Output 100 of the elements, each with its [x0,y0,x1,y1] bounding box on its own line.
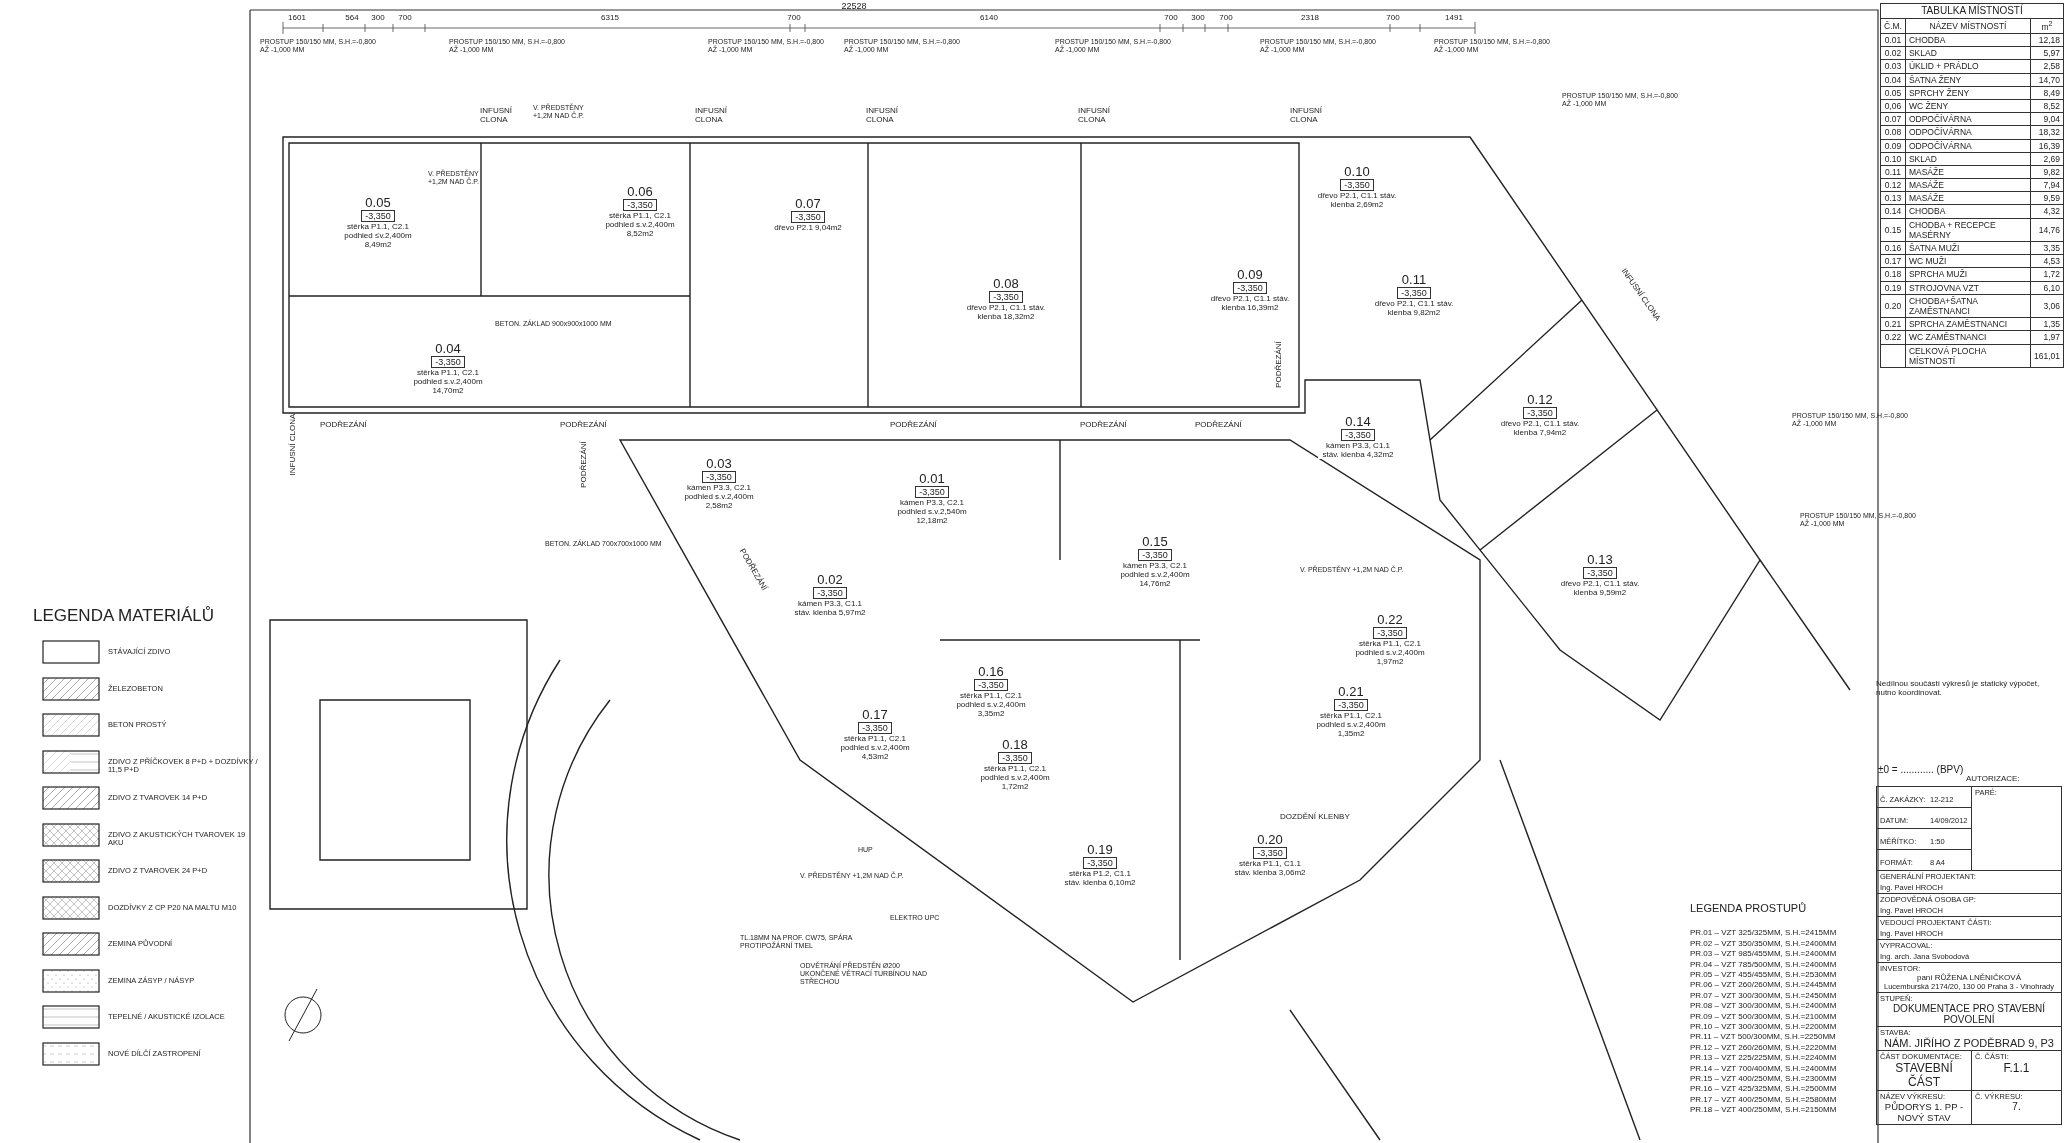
duct-opening-note: PR.15 – VZT 400/250MM, S.H.=2300MM [1690,1074,1837,1084]
room-number: 0.03 [1880,59,1906,74]
room-name: WC MUŽI [1905,254,2031,268]
duct-opening-note: PR.12 – VZT 260/260MM, S.H.=2220MM [1690,1042,1837,1052]
room-number: 0.16 [1880,241,1906,255]
room-description: dřevo P2.1, C1.1 stáv. klenba 18,32m2 [966,303,1046,322]
legend-heading: LEGENDA MATERIÁLŮ [33,606,215,626]
room-number: 0.02 [1880,46,1906,60]
floor-level-mark: -3,350 [702,471,736,483]
room-number: 0.21 [1880,317,1906,331]
total-label: CELKOVÁ PLOCHA MÍSTNOSTÍ [1905,344,2031,368]
duct-opening-note: PR.14 – VZT 700/400MM, S.H.=2400MM [1690,1063,1837,1073]
room-name: SKLAD [1905,46,2031,60]
floor-level-mark: -3,350 [1373,627,1407,639]
room-number: 0.19 [1880,281,1906,295]
room-area: 16,39 [2030,139,2064,153]
duct-opening-note: PR.05 – VZT 455/455MM, S.H.=2530MM [1690,970,1837,980]
floor-level-mark: -3,350 [791,211,825,223]
note-text: Nedílnou součástí výkresů je statický výpočet, nutno koordinovat. [1876,679,2041,698]
curtain-note: INFUSNÍ CLONA [866,106,899,125]
room-number: 0.09 [1880,139,1906,153]
cutting-note: PODŘEZÁNÍ [560,420,607,430]
floor-level-mark: -3,350 [623,199,657,211]
room-area: 9,04 [2030,112,2064,126]
floor-level-mark: -3,350 [1397,287,1431,299]
room-number: 0.06 [627,184,653,199]
column-header: Č.M. [1880,18,1906,34]
dimension-value: 300 [1191,13,1205,23]
room-name: CHODBA + RECEPCE MASÉRNY [1905,218,2031,242]
cutting-note: PODŘEZÁNÍ [578,441,588,488]
floor-level-mark: -3,350 [974,679,1008,691]
room-number: 0.20 [1257,832,1283,847]
dimension-value: 300 [371,13,385,23]
floor-level-mark: -3,350 [813,587,847,599]
room-area: 7,94 [2030,178,2064,192]
room-number: 0.17 [1880,254,1906,268]
field-caption: AUTORIZACE: [1966,774,2020,784]
room-number: 0.04 [435,341,461,356]
floor-level-mark: -3,350 [915,486,949,498]
field-value: NÁM. JIŘÍHO Z PODĚBRAD 9, P3 [1883,1037,2055,1049]
field-value: STAVEBNÍ ČÁST [1894,1061,1953,1089]
duct-opening-note: PR.18 – VZT 400/250MM, S.H.=2150MM [1690,1105,1837,1115]
dimension-value: 22528 [841,1,867,12]
room-name: MASÁŽE [1905,165,2031,179]
room-number: 0.14 [1345,414,1371,429]
room-number: 0.10 [1344,164,1370,179]
duct-opening-note: PR.03 – VZT 985/455MM, S.H.=2400MM [1690,949,1837,959]
room-number: 0.01 [919,471,945,486]
floor-level-mark: -3,350 [1340,179,1374,191]
dimension-value: 1491 [1445,13,1463,23]
vault-note: DOZDĚNÍ KLENBY [1280,812,1350,822]
room-description: dřevo P2.1, C1.1 stáv. klenba 16,39m2 [1210,294,1290,313]
room-name: ŠATNA MUŽI [1905,241,2031,255]
floor-level-mark: -3,350 [1233,282,1267,294]
room-number: 0.09 [1237,267,1263,282]
room-name: SPRCHA MUŽI [1905,267,2031,282]
room-name: SPRCHA ZAMĚSTNANCI [1905,317,2031,331]
duct-opening-note: PR.17 – VZT 400/250MM, S.H.=2580MM [1690,1094,1837,1104]
cutting-note: PODŘEZÁNÍ [1273,341,1283,388]
room-number: 0.17 [862,707,888,722]
room-number: 0.19 [1087,842,1113,857]
curtain-note: INFUSNÍ CLONA [1290,106,1323,125]
floor-level-mark: -3,350 [989,291,1023,303]
room-name: WC ZAMĚSTNANCI [1905,330,2031,344]
column-header: m$^{2}$ [2030,18,2064,34]
room-area: 8,49 [2030,86,2064,100]
room-number: 0.05 [1880,86,1906,100]
room-number: 0.21 [1338,684,1364,699]
room-name: ÚKLID + PRÁDLO [1905,59,2031,74]
room-area: 5,97 [2030,46,2064,60]
room-name: SPRCHY ŽENY [1905,86,2031,100]
room-number: 0.07 [1880,112,1906,126]
dimension-value: 1601 [288,13,306,23]
room-area: 9,82 [2030,165,2064,179]
room-number: 0.12 [1527,392,1553,407]
dimension-value: 700 [1219,13,1233,23]
legend-heading: LEGENDA PROSTUPŮ [1690,902,1807,915]
duct-opening-note: PR.07 – VZT 300/300MM, S.H.=2450MM [1690,990,1837,1000]
column-header: NÁZEV MÍSTNOSTÍ [1905,18,2031,34]
duct-opening-note: PR.08 – VZT 300/300MM, S.H.=2400MM [1690,1001,1837,1011]
room-name: STROJOVNA VZT [1905,281,2031,295]
room-area: 14,76 [2030,218,2064,242]
room-area: 4,53 [2030,254,2064,268]
room-number: 0.10 [1880,152,1906,166]
room-number: 0.12 [1880,178,1906,192]
duct-opening-note: PR.01 – VZT 325/325MM, S.H.=2415MM [1690,928,1837,938]
dimension-value: 700 [398,13,412,23]
room-area: 4,32 [2030,204,2064,219]
floor-level-mark: -3,350 [431,356,465,368]
room-number: 0.18 [1002,737,1028,752]
room-area: 3,35 [2030,241,2064,255]
room-number: 0.22 [1880,330,1906,344]
room-area: 9,59 [2030,191,2064,205]
room-name: SKLAD [1905,152,2031,166]
room-area: 1,35 [2030,317,2064,331]
room-name: CHODBA [1905,204,2031,219]
room-number: 0.08 [1880,125,1906,139]
room-name: CHODBA+ŠATNA ZAMĚSTNANCI [1905,294,2031,318]
room-name: MASÁŽE [1905,178,2031,192]
floor-level-mark: -3,350 [361,210,395,222]
